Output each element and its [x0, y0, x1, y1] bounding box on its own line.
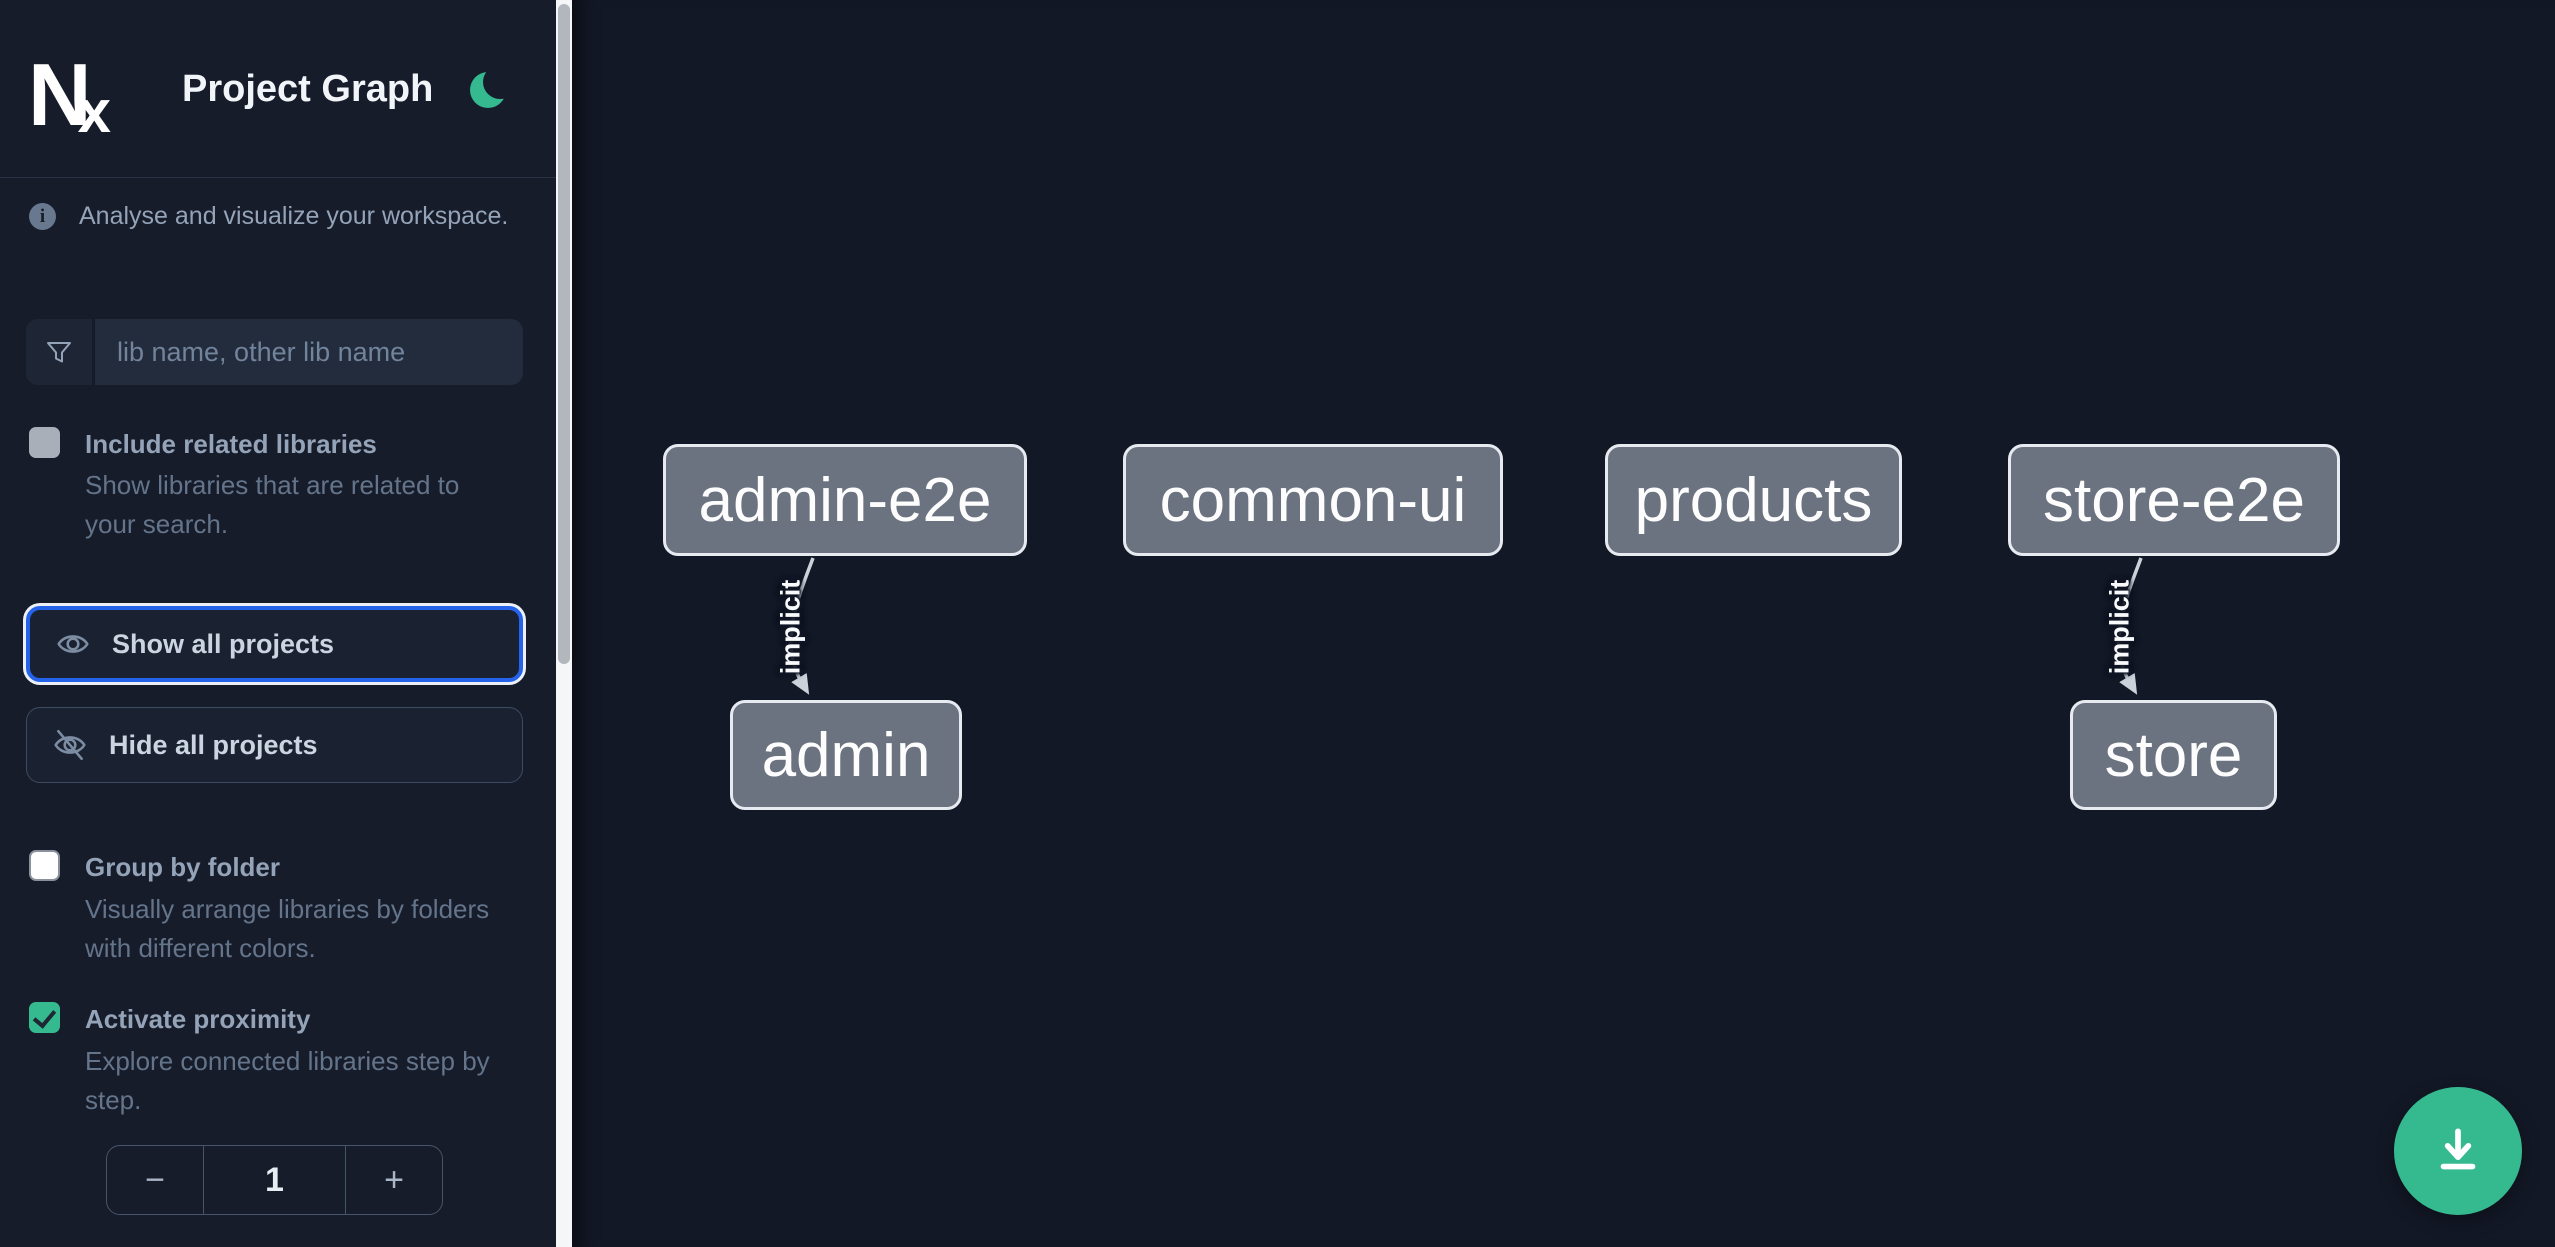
sidebar-scrollbar[interactable] [556, 0, 572, 1247]
nx-logo-x: x [77, 77, 111, 145]
proximity-depth-stepper: − 1 + [106, 1145, 443, 1215]
workspace-info-row: i Analyse and visualize your workspace. [29, 202, 508, 231]
filter-funnel-icon [26, 319, 95, 385]
hide-all-projects-button[interactable]: Hide all projects [26, 707, 523, 783]
page-title: Project Graph [182, 68, 434, 110]
show-all-projects-button[interactable]: Show all projects [26, 606, 523, 682]
search-box [26, 319, 523, 385]
edge-label-implicit-admin: implicit [775, 579, 806, 675]
increment-button[interactable]: + [345, 1146, 442, 1214]
sidebar-scrollbar-thumb[interactable] [558, 4, 570, 664]
graph-canvas[interactable] [572, 0, 2555, 1247]
include-related-description: Show libraries that are related to your … [85, 470, 460, 539]
include-related-label: Include related libraries [85, 429, 377, 459]
group-by-folder-label: Group by folder [85, 852, 280, 882]
decrement-button[interactable]: − [107, 1146, 204, 1214]
search-input[interactable] [95, 319, 523, 385]
stepper-value: 1 [265, 1160, 284, 1199]
hide-all-projects-label: Hide all projects [109, 729, 318, 760]
activate-proximity-checkbox[interactable] [29, 1002, 60, 1033]
node-common-ui[interactable]: common-ui [1123, 444, 1503, 556]
node-store[interactable]: store [2070, 700, 2277, 810]
edge-label-implicit-store: implicit [2104, 579, 2135, 675]
include-related-checkbox[interactable] [29, 427, 60, 458]
download-icon [2440, 1128, 2476, 1170]
node-products[interactable]: products [1605, 444, 1902, 556]
moon-icon[interactable] [470, 65, 517, 108]
eye-slash-icon [54, 729, 86, 761]
activate-proximity-label: Activate proximity [85, 1004, 311, 1034]
download-graph-button[interactable] [2394, 1087, 2522, 1215]
group-by-folder-checkbox[interactable] [29, 850, 60, 881]
show-all-projects-label: Show all projects [112, 628, 335, 659]
info-icon: i [29, 203, 56, 230]
group-by-folder-description: Visually arrange libraries by folders wi… [85, 894, 490, 963]
node-admin[interactable]: admin [730, 700, 962, 810]
node-admin-e2e[interactable]: admin-e2e [663, 444, 1027, 556]
workspace-info-text: Analyse and visualize your workspace. [79, 202, 509, 230]
nx-logo-n: N [28, 45, 92, 145]
activate-proximity-description: Explore connected libraries step by step… [85, 1046, 490, 1115]
node-store-e2e[interactable]: store-e2e [2008, 444, 2340, 556]
eye-icon [57, 635, 89, 653]
